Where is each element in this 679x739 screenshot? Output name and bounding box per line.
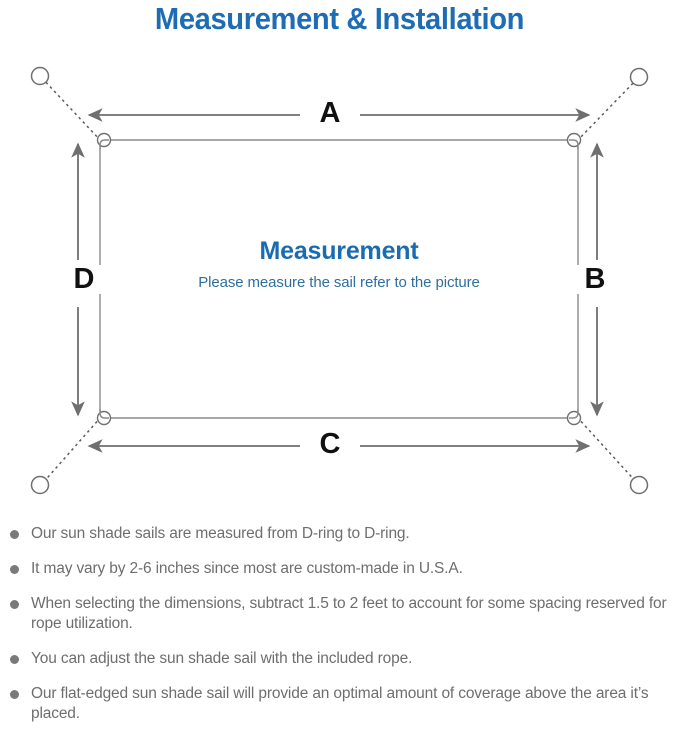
- rope-bottom-right: [576, 416, 640, 486]
- sail-measurement-diagram: A B C D Measurement Please measure the s…: [0, 45, 679, 515]
- measurement-caption-title: Measurement: [259, 237, 419, 265]
- list-item: When selecting the dimensions, subtract …: [0, 594, 679, 634]
- measurement-caption-subtitle: Please measure the sail refer to the pic…: [198, 274, 480, 291]
- sail-corner-top-right: [569, 139, 579, 149]
- bullet-icon: [10, 530, 19, 539]
- post-top-right: [629, 67, 649, 87]
- bullet-icon: [10, 600, 19, 609]
- list-item-text: You can adjust the sun shade sail with t…: [31, 650, 413, 667]
- list-item: It may vary by 2-6 inches since most are…: [0, 559, 679, 579]
- rope-top-left: [40, 76, 102, 142]
- post-top-left: [30, 66, 50, 86]
- diagram-svg: [30, 66, 649, 495]
- bullet-icon: [10, 565, 19, 574]
- list-item: You can adjust the sun shade sail with t…: [0, 649, 679, 669]
- list-item-text: It may vary by 2-6 inches since most are…: [31, 560, 463, 577]
- dimension-label-a: A: [307, 99, 353, 128]
- sail-corner-bottom-left: [99, 409, 109, 419]
- bullet-icon: [10, 690, 19, 699]
- list-item-text: Our sun shade sails are measured from D-…: [31, 525, 410, 542]
- dimension-label-d: D: [62, 265, 106, 294]
- post-bottom-left: [30, 475, 50, 495]
- list-item-text: Our flat-edged sun shade sail will provi…: [31, 685, 649, 722]
- sail-corner-top-left: [99, 139, 109, 149]
- dimension-label-b: B: [574, 265, 616, 294]
- list-item-text: When selecting the dimensions, subtract …: [31, 595, 667, 632]
- measurement-caption: Measurement Please measure the sail refe…: [100, 235, 578, 293]
- sail-corner-bottom-right: [569, 409, 579, 419]
- list-item: Our flat-edged sun shade sail will provi…: [0, 684, 679, 724]
- rope-top-right: [576, 77, 639, 142]
- list-item: Our sun shade sails are measured from D-…: [0, 524, 679, 544]
- post-bottom-right: [629, 475, 649, 495]
- rope-bottom-left: [40, 416, 102, 486]
- dimension-label-c: C: [307, 430, 353, 459]
- bullet-icon: [10, 655, 19, 664]
- notes-list: Our sun shade sails are measured from D-…: [0, 524, 679, 739]
- page-title: Measurement & Installation: [154, 1, 525, 36]
